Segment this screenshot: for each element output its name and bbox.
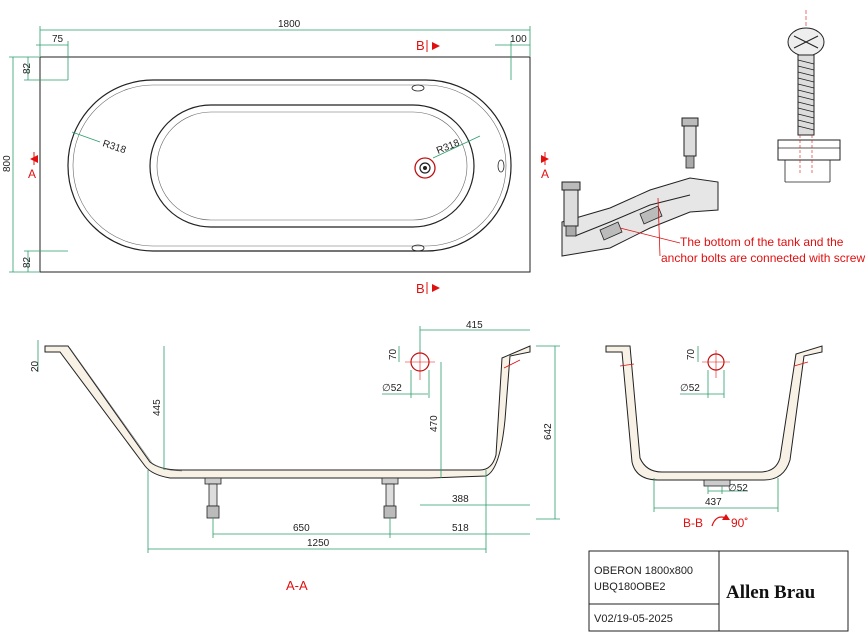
dim-rim-top: 82 bbox=[22, 62, 33, 74]
aa-dim-52: ∅52 bbox=[382, 383, 402, 394]
leg-right bbox=[381, 477, 399, 519]
tub-bottom bbox=[149, 104, 475, 228]
aa-dim-415: 415 bbox=[466, 320, 483, 331]
svg-text:B: B bbox=[416, 281, 425, 296]
section-label-bb: B-B 90˚ bbox=[683, 514, 748, 530]
section-mark-b-bottom: B bbox=[416, 281, 440, 296]
brand-logo: Allen Brau bbox=[726, 582, 816, 603]
section-aa: 415 20 70 ∅52 445 470 642 388 650 518 12… bbox=[30, 320, 560, 593]
leg-left bbox=[204, 477, 222, 519]
tub-bottom-inner bbox=[156, 111, 468, 221]
section-bb: 70 ∅52 ∅52 437 B-B 90˚ bbox=[605, 345, 823, 530]
screw-detail bbox=[777, 10, 841, 183]
title-block: OBERON 1800x800 UBQ180OBE2 V02/19-05-202… bbox=[588, 550, 849, 632]
aa-dim-20: 20 bbox=[30, 360, 41, 372]
note-line-1: The bottom of the tank and the bbox=[680, 235, 844, 249]
aa-dim-1250: 1250 bbox=[307, 538, 330, 549]
tub-outline bbox=[39, 56, 531, 273]
bb-dim-52-top: ∅52 bbox=[680, 383, 700, 394]
plan-view: R318 R318 1800 75 100 800 82 82 A bbox=[2, 19, 549, 296]
bb-dim-52-bottom: ∅52 bbox=[728, 483, 748, 494]
svg-text:A: A bbox=[541, 167, 549, 181]
model-name: OBERON 1800x800 bbox=[594, 565, 693, 577]
section-label-aa: A-A bbox=[286, 578, 308, 593]
drain-icon bbox=[414, 157, 436, 179]
dim-rim-bottom: 82 bbox=[22, 256, 33, 268]
aa-dim-388: 388 bbox=[452, 494, 469, 505]
svg-text:A: A bbox=[28, 167, 36, 181]
section-mark-b-top: B bbox=[416, 38, 440, 53]
aa-dim-642: 642 bbox=[543, 423, 554, 440]
model-code: UBQ180OBE2 bbox=[594, 581, 666, 593]
radius-right-label: R318 bbox=[435, 137, 462, 156]
overflow-icon bbox=[411, 84, 505, 252]
aa-dim-470: 470 bbox=[429, 415, 440, 432]
radius-left-label: R318 bbox=[101, 138, 128, 156]
note-line-2: anchor bolts are connected with screw bbox=[661, 251, 865, 265]
dim-width: 800 bbox=[2, 155, 13, 172]
svg-text:B-B: B-B bbox=[683, 516, 703, 530]
tub-rim-inner bbox=[67, 79, 512, 252]
aa-dim-650: 650 bbox=[293, 523, 310, 534]
rotation-label: 90˚ bbox=[731, 516, 748, 530]
drawing-version: V02/19-05-2025 bbox=[594, 613, 673, 625]
section-mark-a-right: A bbox=[541, 152, 549, 181]
aa-dim-70: 70 bbox=[388, 348, 399, 360]
bb-dim-437: 437 bbox=[705, 497, 722, 508]
bb-dim-70: 70 bbox=[686, 348, 697, 360]
svg-text:B: B bbox=[416, 38, 425, 53]
dim-offset-right: 100 bbox=[510, 34, 527, 45]
section-mark-a-left: A bbox=[28, 152, 38, 181]
aa-dim-518: 518 bbox=[452, 523, 469, 534]
anchor-bolt-illustration: The bottom of the tank and the anchor bo… bbox=[561, 117, 865, 265]
dim-offset-left: 75 bbox=[52, 34, 64, 45]
tub-rim-inner-2 bbox=[72, 84, 507, 247]
dim-overall-length: 1800 bbox=[278, 19, 301, 30]
aa-dim-445: 445 bbox=[152, 399, 163, 416]
